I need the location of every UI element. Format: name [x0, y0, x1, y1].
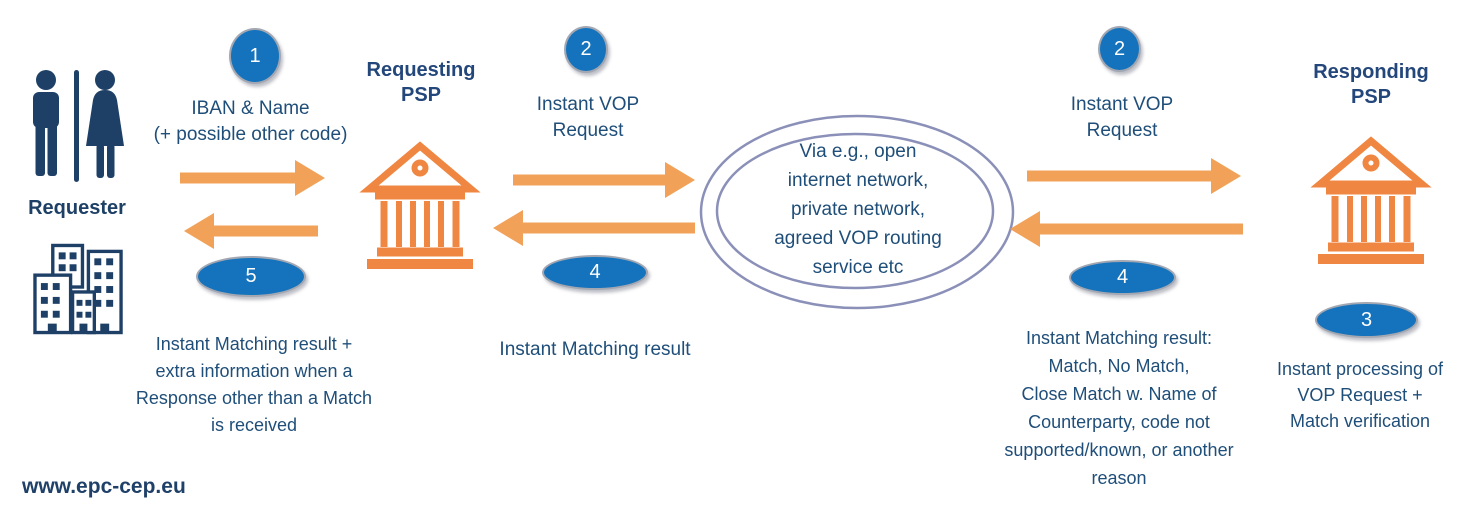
bank-icon-requesting-psp — [359, 141, 481, 269]
step-2-right-label: Instant VOP Request — [1070, 94, 1174, 142]
responding-psp-title: Responding PSP — [1313, 61, 1429, 108]
step-2-left-label: Instant VOP Request — [536, 94, 640, 142]
step-3-label: Instant processing of VOP Request + Matc… — [1276, 359, 1444, 431]
step-2-right-badge: 2 — [1098, 26, 1141, 72]
step-4-center-label: Instant Matching result — [499, 339, 691, 360]
step-4-center-badge: 4 — [542, 255, 648, 290]
step-1-label: IBAN & Name (+ possible other code) — [153, 98, 348, 146]
female-icon — [86, 70, 124, 178]
bank-icon-responding-psp — [1310, 136, 1432, 264]
arrow-step5-left — [184, 213, 318, 249]
step-3-badge: 3 — [1315, 302, 1418, 338]
requester-label: Requester — [28, 197, 126, 219]
footer-url: www.epc-cep.eu — [22, 475, 186, 498]
requesting-psp-title: Requesting PSP — [366, 59, 476, 106]
step-4-right-badge: 4 — [1069, 260, 1176, 295]
arrow-step2-right-right — [1027, 158, 1241, 194]
network-label: Via e.g., open internet network, private… — [774, 141, 942, 278]
arrow-step2-left-right — [513, 162, 695, 198]
male-icon — [33, 70, 59, 176]
step-5-label: Instant Matching result + extra informat… — [135, 334, 373, 435]
buildings-icon — [33, 243, 123, 335]
step-2-left-badge: 2 — [564, 26, 608, 73]
step-4-right-label: Instant Matching result: Match, No Match… — [1004, 328, 1234, 488]
divider-bar — [74, 70, 79, 182]
arrow-step1-right — [180, 160, 325, 196]
step-5-badge: 5 — [196, 256, 306, 297]
requester-people-icon — [33, 70, 124, 182]
arrow-step4-right-left — [1010, 211, 1243, 247]
step-1-badge: 1 — [229, 28, 281, 84]
network-cloud — [699, 114, 1015, 310]
arrow-step4-center-left — [493, 210, 695, 246]
